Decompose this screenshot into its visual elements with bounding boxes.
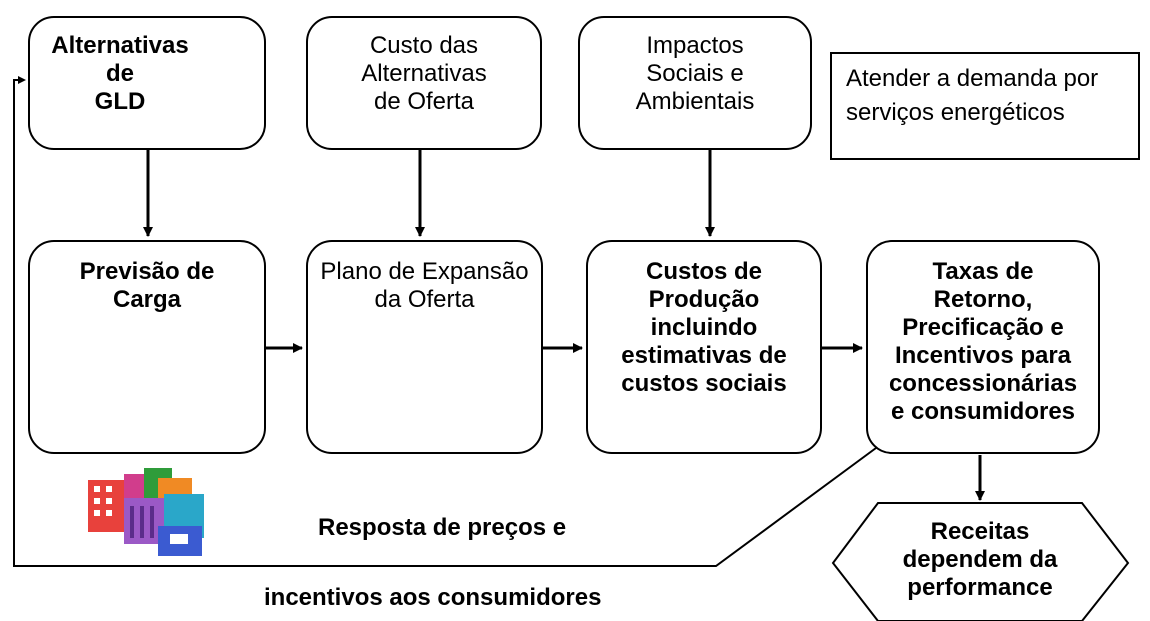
previsao-label: Previsão de Carga — [79, 258, 215, 313]
feedback-label-line1: Resposta de preços e — [318, 514, 567, 541]
note-box: Atender a demanda por serviços energétic… — [830, 52, 1140, 160]
gld-box — [28, 16, 266, 150]
gld-label: Alternativas de GLD — [51, 32, 189, 115]
receitas-label: Receitas dependem da performance — [902, 518, 1058, 601]
custo-oferta-box — [306, 16, 542, 150]
taxas-box — [866, 240, 1100, 454]
receitas-hexagon — [831, 502, 1130, 621]
custos-producao-label: Custos de Produção incluindo estimativas… — [621, 258, 787, 397]
custos-producao-box — [586, 240, 822, 454]
buildings-icon — [88, 468, 204, 556]
plano-label: Plano de Expansão da Oferta — [320, 258, 529, 313]
previsao-box — [28, 240, 266, 454]
impactos-label: Impactos Sociais e Ambientais — [635, 32, 755, 115]
feedback-loop-line — [13, 79, 877, 567]
taxas-label: Taxas de Retorno, Precificação e Incenti… — [888, 258, 1078, 425]
plano-box — [306, 240, 543, 454]
feedback-label-line2: incentivos aos consumidores — [264, 584, 602, 611]
custo-oferta-label: Custo das Alternativas de Oferta — [361, 32, 487, 115]
impactos-box — [578, 16, 812, 150]
